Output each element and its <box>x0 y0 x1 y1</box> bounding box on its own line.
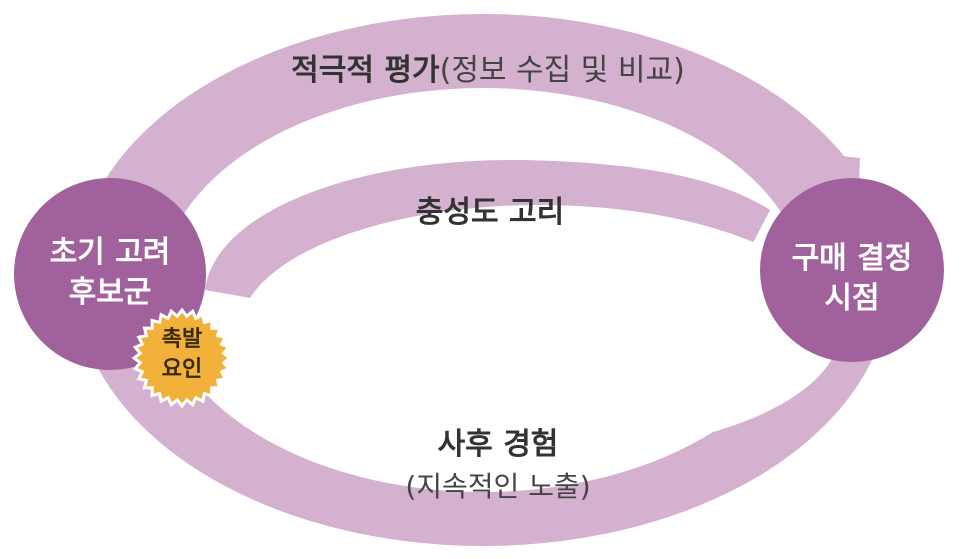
moment-of-purchase-node: 구매 결정 시점 <box>760 178 944 362</box>
moment-of-purchase-label-line2: 시점 <box>824 281 879 316</box>
initial-consideration-label-line2: 후보군 <box>69 275 152 310</box>
moment-of-purchase-circle <box>760 178 944 362</box>
trigger-badge-label-line1: 촉발 <box>162 327 202 352</box>
active-evaluation-title: 적극적 평가 <box>291 53 440 88</box>
loyalty-loop-label: 충성도 고리 <box>416 195 564 230</box>
inner-hole <box>240 205 840 455</box>
trigger-badge-label-line2: 요인 <box>162 357 202 382</box>
trigger-badge-gear-shape <box>131 307 233 409</box>
post-purchase-title: 사후 경험 <box>438 427 559 462</box>
active-evaluation-label: 적극적 평가(정보 수집 및 비교) <box>291 53 685 88</box>
moment-of-purchase-label-line1: 구매 결정 <box>792 241 913 276</box>
initial-consideration-label-line1: 초기 고려 <box>50 235 171 270</box>
inner-loop-band <box>205 159 770 300</box>
inner-loyalty-loop <box>205 159 770 300</box>
trigger-badge: 촉발 요인 <box>131 307 233 409</box>
active-evaluation-subtitle: (정보 수집 및 비교) <box>440 53 685 88</box>
post-purchase-subtitle: (지속적인 노출) <box>405 470 590 503</box>
